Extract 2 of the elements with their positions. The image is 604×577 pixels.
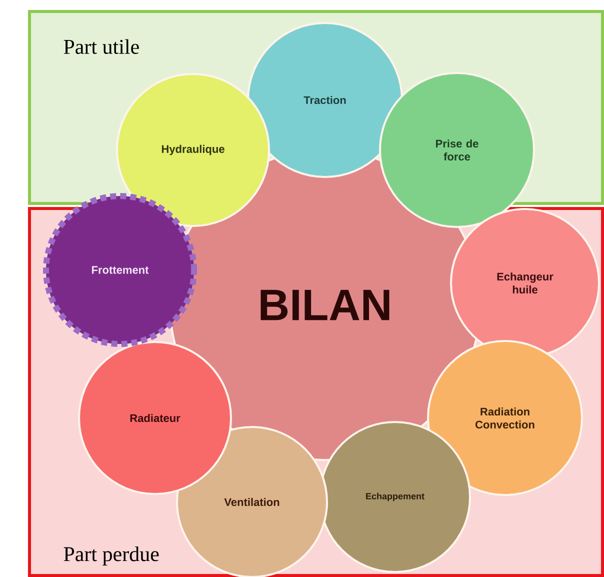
band-heading: Part utile — [64, 39, 139, 54]
band-heading: Part perdue — [64, 546, 159, 566]
